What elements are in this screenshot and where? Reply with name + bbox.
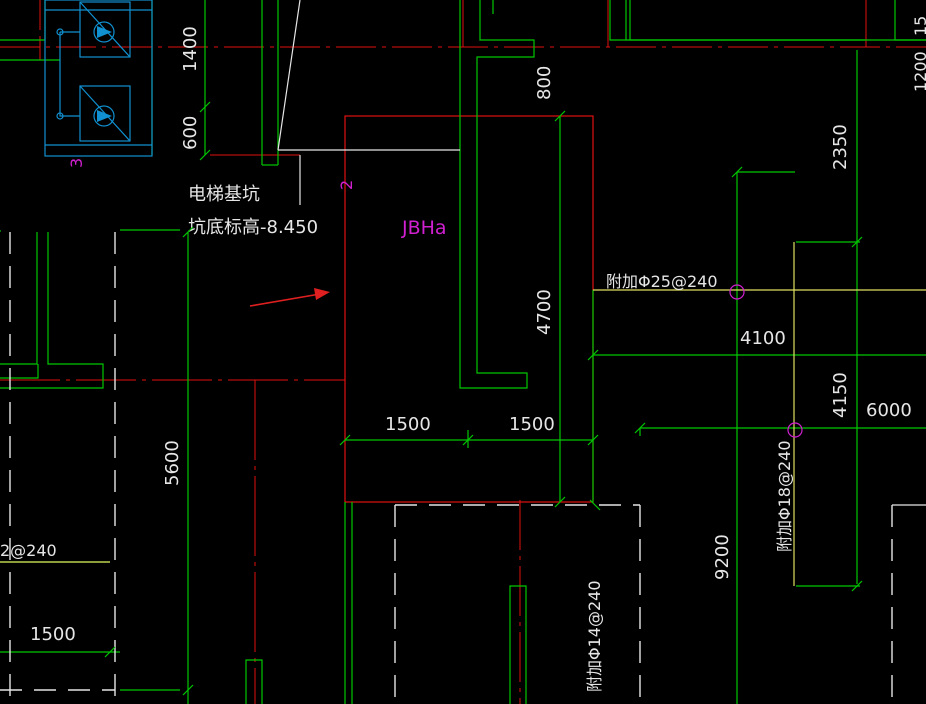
dim-4700: 4700 — [534, 289, 555, 335]
dim-1200: 1200 — [911, 51, 926, 92]
hidden-lines — [0, 232, 893, 704]
dim-1400: 1400 — [180, 26, 201, 72]
annotations: 电梯基坑 坑底标高-8.450 JBHa 附加Φ25@240 2@240 附加Φ… — [0, 16, 926, 692]
pump-icon — [93, 21, 115, 43]
dim-6000: 6000 — [866, 400, 912, 421]
dim-9200: 9200 — [712, 534, 733, 580]
pit-title: 电梯基坑 — [188, 184, 260, 205]
dim-5600: 5600 — [162, 440, 183, 486]
dim-600: 600 — [180, 116, 201, 150]
section-mark-3: 3 — [67, 158, 86, 168]
rebar-14-label: 附加Φ14@240 — [585, 581, 604, 693]
rebar-25-label: 附加Φ25@240 — [606, 272, 718, 291]
section-mark-2: 2 — [337, 180, 356, 190]
foundation-tag: JBHa — [401, 217, 447, 239]
section-markers[interactable] — [729, 284, 803, 438]
rebar-lines — [0, 242, 926, 586]
dimension-ticks — [104, 101, 863, 696]
dim-4150: 4150 — [830, 372, 851, 418]
pit-elevation: 坑底标高-8.450 — [188, 217, 318, 238]
dim-2350: 2350 — [830, 124, 851, 170]
solid-white-lines — [277, 0, 926, 506]
pump-icon — [93, 105, 115, 127]
dim-1500-c: 1500 — [30, 624, 76, 645]
red-arrow-icon — [249, 288, 330, 307]
dim-1500-b: 1500 — [509, 414, 555, 435]
dim-15: 15 — [911, 16, 926, 36]
dim-800: 800 — [534, 66, 555, 100]
rebar-left-label: 2@240 — [0, 541, 57, 560]
dim-4100: 4100 — [740, 328, 786, 349]
dim-1500-a: 1500 — [385, 414, 431, 435]
rebar-18-label: 附加Φ18@240 — [775, 441, 794, 553]
